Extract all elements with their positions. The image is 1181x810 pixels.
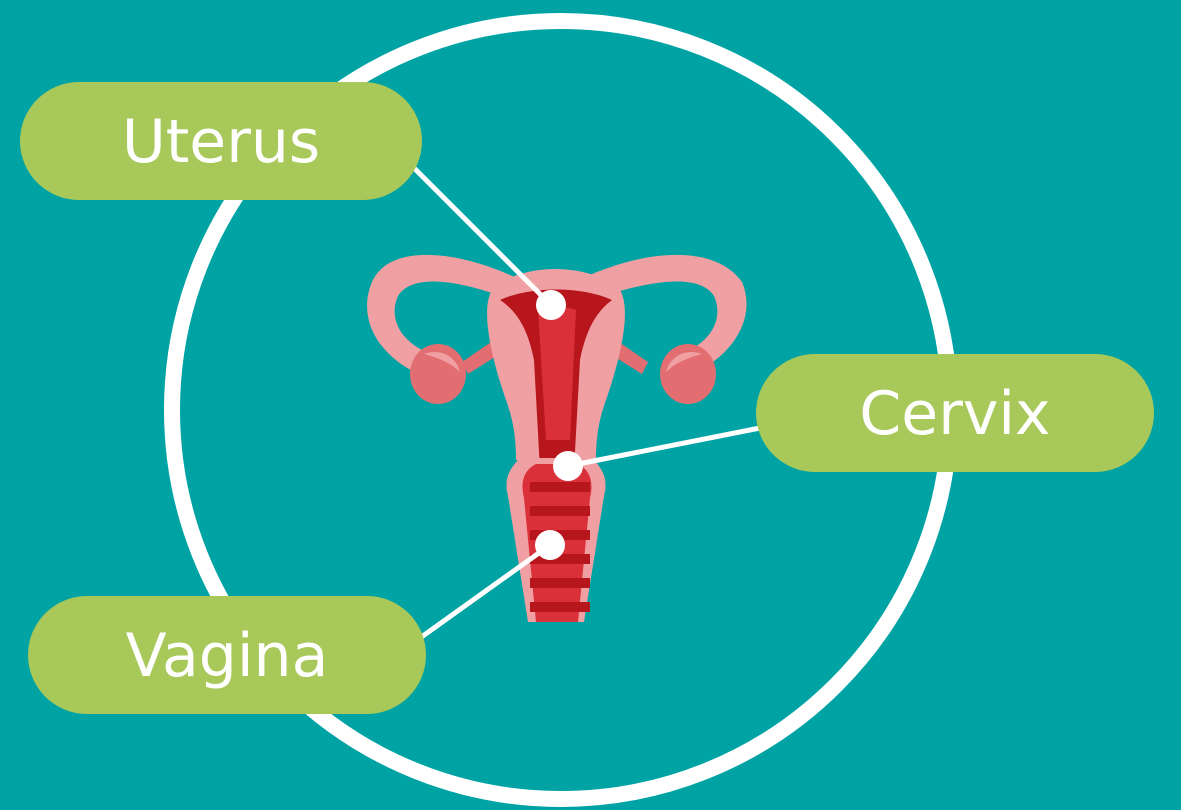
- label-uterus-text: Uterus: [122, 107, 320, 177]
- label-cervix: Cervix: [756, 354, 1154, 472]
- label-uterus: Uterus: [20, 82, 422, 200]
- connector-uterus: [412, 166, 566, 320]
- label-cervix-text: Cervix: [859, 379, 1050, 449]
- label-vagina: Vagina: [28, 596, 426, 714]
- label-vagina-text: Vagina: [126, 621, 329, 691]
